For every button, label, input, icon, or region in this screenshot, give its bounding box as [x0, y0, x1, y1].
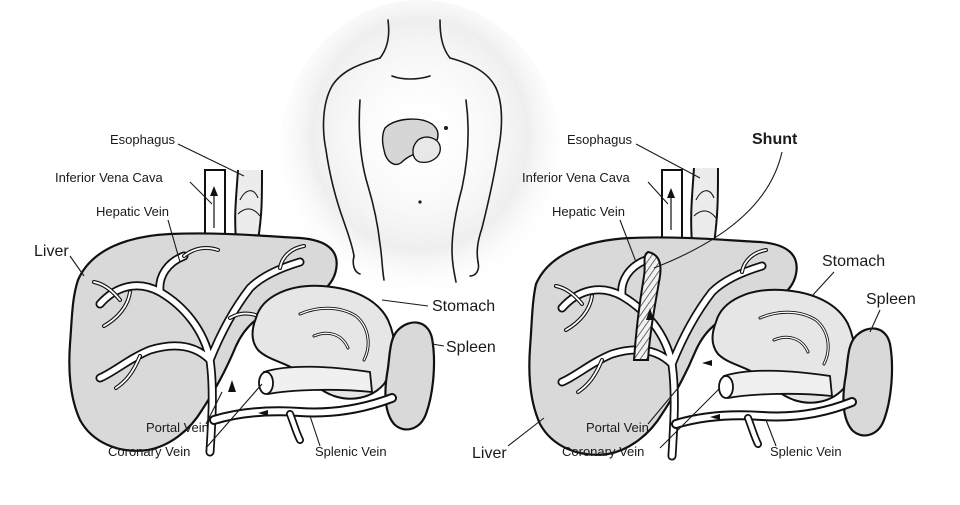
- left-label-portal-vein: Portal Vein: [146, 420, 209, 435]
- left-label-liver: Liver: [34, 243, 69, 260]
- right-liver-veins: [554, 248, 768, 461]
- left-vena-cava: [204, 169, 226, 243]
- right-label-splenic-vein: Splenic Vein: [770, 444, 842, 459]
- right-labels: Esophagus Shunt Inferior Vena Cava Hepat…: [472, 131, 916, 462]
- right-esophagus: [690, 167, 719, 245]
- right-label-portal-vein: Portal Vein: [586, 420, 649, 435]
- portosystemic-shunt-circulation: Esophagus Shunt Inferior Vena Cava Hepat…: [472, 131, 916, 462]
- left-esophagus: [234, 169, 263, 241]
- right-label-inferior-vena-cava: Inferior Vena Cava: [522, 170, 630, 185]
- right-label-coronary-vein: Coronary Vein: [562, 444, 644, 459]
- right-shunt: [632, 250, 662, 361]
- right-label-hepatic-vein: Hepatic Vein: [552, 204, 625, 219]
- right-spleen: [842, 327, 894, 437]
- right-label-esophagus: Esophagus: [567, 132, 633, 147]
- left-liver-veins: [92, 244, 306, 457]
- left-labels: Esophagus Inferior Vena Cava Hepatic Vei…: [34, 132, 496, 459]
- right-label-spleen: Spleen: [866, 291, 916, 308]
- human-torso-figure: [280, 0, 560, 300]
- right-label-liver: Liver: [472, 445, 507, 462]
- right-vena-cava: [661, 169, 683, 247]
- right-label-shunt: Shunt: [752, 131, 798, 148]
- left-label-stomach: Stomach: [432, 298, 495, 315]
- left-spleen: [384, 321, 436, 431]
- normal-portal-circulation: Esophagus Inferior Vena Cava Hepatic Vei…: [34, 132, 496, 459]
- left-label-hepatic-vein: Hepatic Vein: [96, 204, 169, 219]
- left-label-esophagus: Esophagus: [110, 132, 176, 147]
- left-label-spleen: Spleen: [446, 339, 496, 356]
- left-label-inferior-vena-cava: Inferior Vena Cava: [55, 170, 163, 185]
- left-label-splenic-vein: Splenic Vein: [315, 444, 387, 459]
- left-label-coronary-vein: Coronary Vein: [108, 444, 190, 459]
- right-label-stomach: Stomach: [822, 253, 885, 270]
